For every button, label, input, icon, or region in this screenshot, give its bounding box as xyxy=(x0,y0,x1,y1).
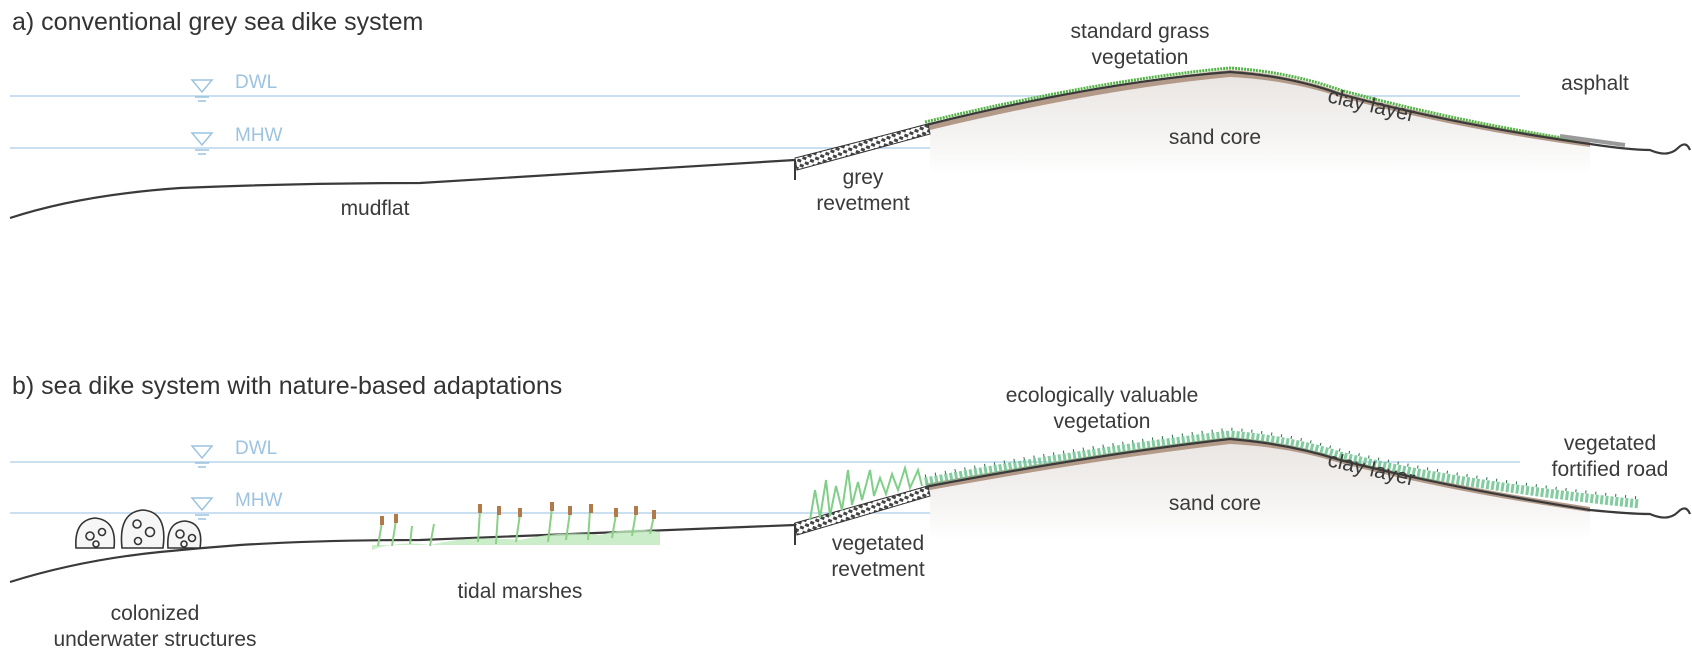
revetment-grass xyxy=(809,464,923,521)
ground-profile-b xyxy=(9,437,1692,584)
label-tidal-marshes: tidal marshes xyxy=(458,580,583,603)
label-colonized: colonized xyxy=(111,602,200,625)
label-underwater-structures: underwater structures xyxy=(53,628,256,651)
ground-profile-a xyxy=(9,70,1692,220)
label-vegetated: vegetated xyxy=(832,532,924,555)
panel-a-title: a) conventional grey sea dike system xyxy=(12,8,423,36)
label-standard-grass: standard grass xyxy=(1071,20,1210,43)
mhw-label-b: MHW xyxy=(235,490,283,511)
dwl-label: DWL xyxy=(235,72,277,93)
underwater-structures-icon xyxy=(75,509,202,549)
dwl-marker-icon xyxy=(190,445,214,468)
tidal-marsh-icon xyxy=(372,502,660,550)
label-asphalt: asphalt xyxy=(1561,72,1629,95)
label-mudflat: mudflat xyxy=(341,197,410,220)
sand-core-b xyxy=(930,441,1590,540)
label-sand-core-a: sand core xyxy=(1169,126,1261,149)
label-vegetation-b: vegetation xyxy=(1054,410,1151,433)
mhw-marker-icon xyxy=(190,132,214,155)
vegetated-revetment xyxy=(794,485,931,536)
panel-a: a) conventional grey sea dike system DWL… xyxy=(9,8,1692,220)
label-ecologically-valuable: ecologically valuable xyxy=(1006,384,1199,407)
panel-b: b) sea dike system with nature-based ada… xyxy=(9,372,1692,651)
asphalt-road xyxy=(1559,134,1626,147)
label-grey: grey xyxy=(843,166,884,189)
dwl-label-b: DWL xyxy=(235,438,277,459)
label-grey-revetment: revetment xyxy=(816,192,910,215)
sand-core xyxy=(930,74,1590,175)
label-vegetated-revetment: revetment xyxy=(831,558,925,581)
mhw-marker-icon xyxy=(190,497,214,520)
label-sand-core-b: sand core xyxy=(1169,492,1261,515)
panel-b-title: b) sea dike system with nature-based ada… xyxy=(12,372,562,400)
label-fortified-road: fortified road xyxy=(1552,458,1669,481)
dwl-marker-icon xyxy=(190,79,214,102)
label-vegetated-road: vegetated xyxy=(1564,432,1656,455)
label-grass-vegetation: vegetation xyxy=(1092,46,1189,69)
grass-cover xyxy=(924,66,1576,142)
ecological-vegetation xyxy=(924,430,1641,509)
grey-revetment xyxy=(794,123,931,171)
mhw-label: MHW xyxy=(235,125,283,146)
